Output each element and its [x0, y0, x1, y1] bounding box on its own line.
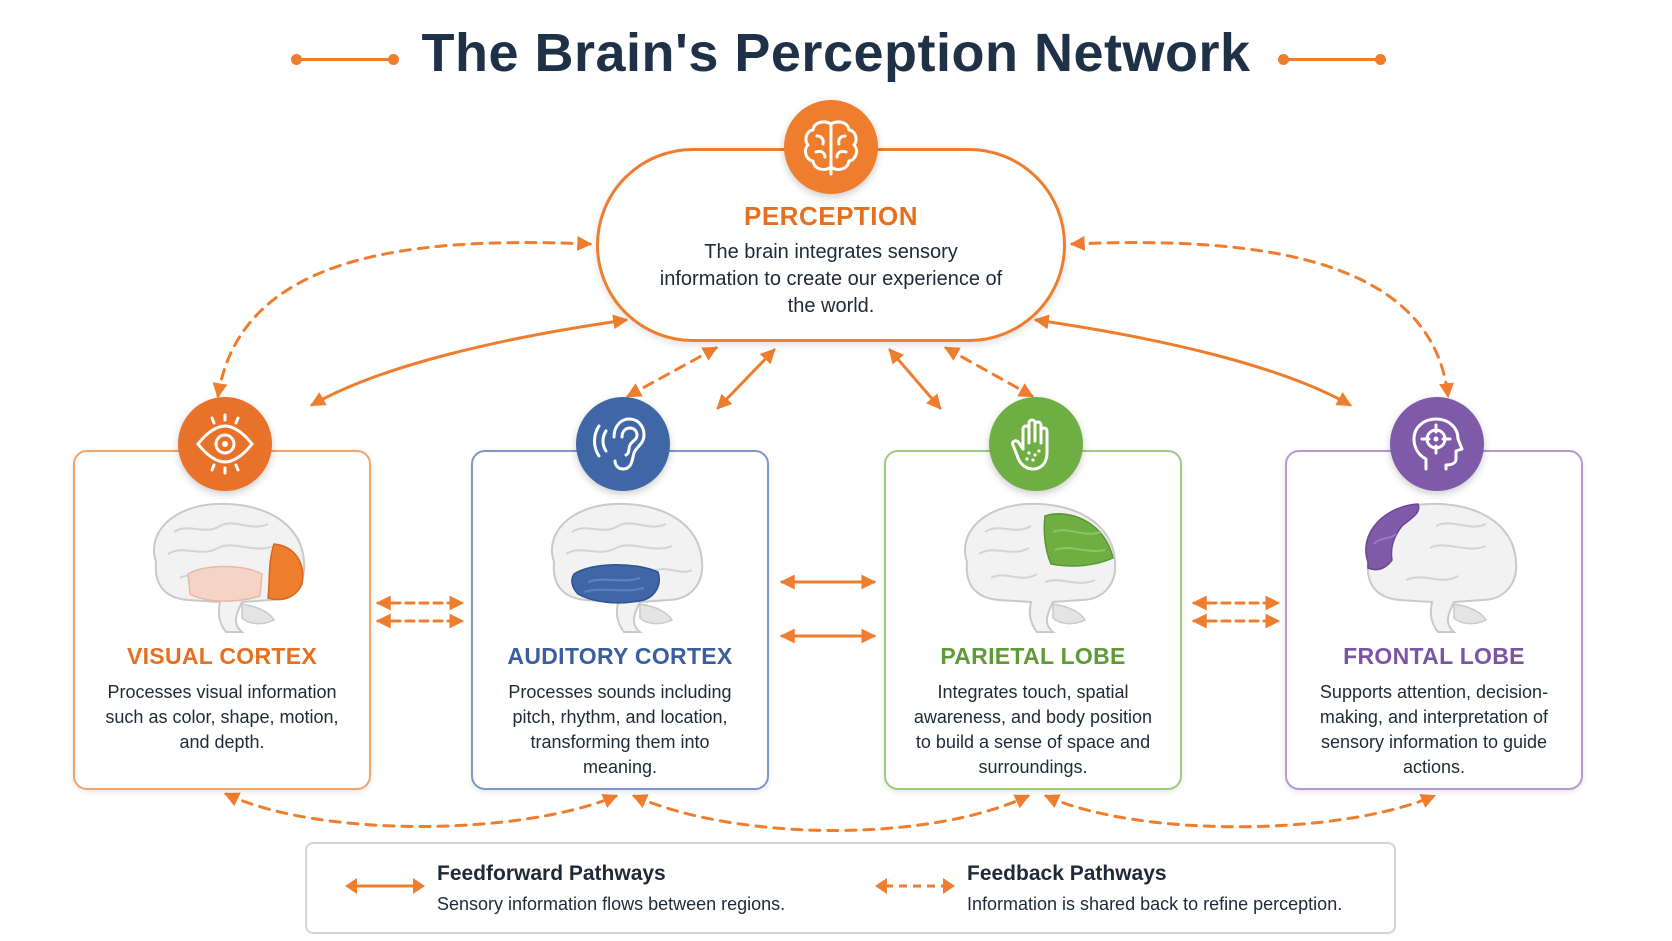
- legend-item-feedback: Feedback Pathways Information is shared …: [867, 844, 1367, 932]
- eye-icon: [178, 397, 272, 491]
- region-card-visual-cortex: VISUAL CORTEX Processes visual informati…: [73, 450, 371, 790]
- perception-title: PERCEPTION: [743, 201, 919, 231]
- ear-icon: [576, 397, 670, 491]
- feedforward-arrow-center-auditory: [716, 348, 776, 410]
- legend-title-feedback: Feedback Pathways: [967, 862, 1167, 885]
- brain-illustration-visual: [153, 502, 306, 633]
- region-description-auditory: Processes sounds including pitch, rhythm…: [508, 682, 732, 777]
- head-target-icon: [1390, 397, 1484, 491]
- solid-double-arrow-icon: [345, 878, 425, 894]
- hand-icon: [989, 397, 1083, 491]
- feedback-arrow-center-visual: [212, 235, 593, 399]
- feedback-arrow-center-auditory: [626, 346, 718, 398]
- legend-description-feedback: Information is shared back to refine per…: [967, 894, 1343, 914]
- brain-illustration-auditory: [551, 502, 704, 633]
- region-description-frontal: Supports attention, decision-making, and…: [1319, 682, 1549, 777]
- brain-illustration-frontal: [1365, 502, 1518, 633]
- region-title-frontal: FRONTAL LOBE: [1343, 643, 1525, 669]
- brain-illustration-parietal: [964, 502, 1117, 633]
- legend-item-feedforward: Feedforward Pathways Sensory information…: [337, 844, 817, 932]
- region-card-parietal-lobe: PARIETAL LOBE Integrates touch, spatial …: [884, 450, 1182, 790]
- legend-description-feedforward: Sensory information flows between region…: [437, 894, 786, 914]
- feedforward-arrow-center-frontal: [1033, 314, 1352, 407]
- legend-panel: Feedforward Pathways Sensory information…: [305, 842, 1396, 934]
- region-description-parietal: Integrates touch, spatial awareness, and…: [913, 682, 1153, 777]
- feedback-arrow-bottom-auditory-parietal: [631, 794, 1031, 832]
- region-card-auditory-cortex: AUDITORY CORTEX Processes sounds includi…: [471, 450, 769, 790]
- title-decoration-left: [291, 54, 399, 65]
- title-decoration-right: [1278, 54, 1386, 65]
- feedback-arrow-center-frontal: [1069, 235, 1454, 399]
- feedback-arrow-bottom-parietal-frontal: [1043, 794, 1437, 829]
- feedforward-arrow-center-visual: [310, 314, 629, 407]
- dashed-double-arrow-icon: [875, 878, 955, 894]
- region-title-auditory: AUDITORY CORTEX: [507, 643, 733, 669]
- region-description-visual: Processes visual information such as col…: [105, 682, 339, 752]
- brain-icon: [784, 100, 878, 194]
- legend-title-feedforward: Feedforward Pathways: [437, 862, 666, 885]
- page-title: The Brain's Perception Network: [421, 23, 1251, 83]
- region-title-parietal: PARIETAL LOBE: [940, 643, 1126, 669]
- perception-description: The brain integrates sensory information…: [659, 241, 1003, 317]
- feedforward-arrow-center-parietal: [888, 348, 942, 410]
- feedback-arrow-center-parietal: [944, 346, 1034, 398]
- region-title-visual: VISUAL CORTEX: [126, 643, 318, 669]
- region-card-frontal-lobe: FRONTAL LOBE Supports attention, decisio…: [1285, 450, 1583, 790]
- feedback-arrow-bottom-visual-auditory: [223, 792, 619, 828]
